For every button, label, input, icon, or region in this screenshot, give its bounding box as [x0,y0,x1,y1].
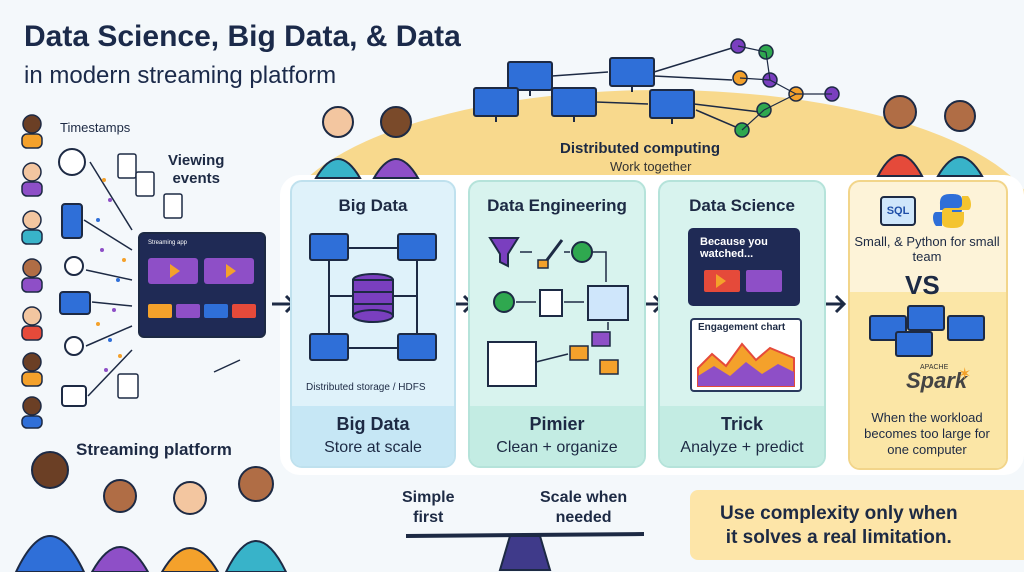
key-message-text: Use complexity only when it solves a rea… [720,502,958,550]
computer-icon [609,57,655,87]
panel-data-science-foot-sub: Analyze + predict [680,439,804,456]
key-message-banner [690,490,1024,560]
computer-icon [473,87,519,117]
team-people-illustration-right [876,95,984,177]
distributed-computing-label: Distributed computing [560,140,720,157]
spark-logo: Spark [906,368,968,393]
checklist-icon [539,289,563,317]
search-icon [64,256,84,276]
phone-icon [61,203,83,239]
balance-scale-icon [405,532,645,571]
simple-first-line1: Simple [402,489,455,506]
tv-icon [59,291,91,315]
versus-label: VS [905,270,940,300]
clock-icon [58,148,86,176]
panel-big-data: Big Data Big Data Store at scale [290,180,456,468]
page-title: Data Science, Big Data, & Data [24,20,461,53]
computer-icon [551,87,597,117]
computer-icon [309,233,349,261]
funnel-icon [488,237,520,268]
person-icon [944,100,976,132]
panel-big-data-title: Big Data [338,196,408,215]
sql-icon: SQL [880,196,916,226]
person-icon [31,451,69,489]
cluster-computers-icon [869,305,985,357]
viewing-events-line2: events [172,170,220,187]
viewing-events-label: Viewing events [168,152,224,188]
panel-data-science-footer: Trick Analyze + predict [660,406,824,466]
recommendation-text: Because you watched... [700,236,768,260]
table-icon [487,341,537,387]
person-icon [173,481,207,515]
streaming-users-graphic [21,114,241,429]
computer-icon [397,333,437,361]
panel-data-engineering-footer: Pimier Clean + organize [470,406,644,466]
team-people-illustration [314,106,420,179]
computer-icon [309,333,349,361]
person-icon [380,106,412,138]
engagement-chart-label: Engagement chart [698,322,786,333]
scale-when-needed-line1: Scale when [540,489,628,506]
timestamps-label: Timestamps [60,120,131,135]
panel-big-data-foot-sub: Store at scale [324,439,422,456]
streaming-platform-people [14,451,288,572]
page-subtitle: in modern streaming platform [24,62,337,89]
key-message-line1: Use complexity only when [720,503,958,524]
simple-first-label: Simple first [402,488,454,528]
play-icon [170,264,180,278]
python-icon [933,194,971,228]
computer-icon [649,89,695,119]
distributed-network-graphic [473,38,840,138]
video-thumbnail [746,270,782,292]
panel-big-data-footer: Big Data Store at scale [292,406,454,466]
streaming-app-title: Streaming app [148,240,188,246]
panel-data-science-title: Data Science [689,196,795,215]
streaming-platform-label: Streaming platform [76,440,232,459]
table-icon [587,285,629,321]
data-cleaning-graphic [487,237,629,387]
panel-data-engineering-foot-sub: Clean + organize [496,439,618,456]
database-icon [352,273,394,323]
video-icon [61,385,87,407]
play-icon [716,274,726,288]
person-icon [322,106,354,138]
person-icon [883,95,917,129]
spark-star-icon: ✶ [958,366,972,383]
small-team-text: Small, & Python for small team [854,234,1000,264]
check-icon [571,241,593,263]
panel-data-science-foot-title: Trick [720,414,764,434]
key-message-line2: it solves a real limitation. [725,527,952,548]
panel-big-data-foot-title: Big Data [336,414,410,434]
engagement-chart-area [697,342,795,387]
large-workload-text: When the workload becomes too large for … [864,410,990,457]
streaming-app-screen: Streaming app [138,232,266,338]
panel-data-engineering-foot-title: Pimier [529,414,585,434]
spark-apache-label: APACHE [920,364,949,371]
storage-cluster-graphic [309,233,437,361]
panel-data-engineering: Data Engineering Pimier Clean + organize [468,180,646,468]
computer-icon [507,61,553,91]
search-icon [64,336,84,356]
scale-when-needed-label: Scale when needed [540,488,627,528]
panel-data-engineering-title: Data Engineering [487,196,627,215]
simple-first-line2: first [413,509,444,526]
viewing-events-line1: Viewing [168,152,225,169]
person-icon [103,479,137,513]
hdfs-label: Distributed storage / HDFS [306,382,426,393]
computer-icon [397,233,437,261]
check-icon [493,291,515,313]
distributed-computing-sub: Work together [610,159,692,174]
play-icon [226,264,236,278]
scale-when-needed-line2: needed [555,509,612,526]
person-icon [238,466,274,502]
recommendation-screen [688,228,800,306]
